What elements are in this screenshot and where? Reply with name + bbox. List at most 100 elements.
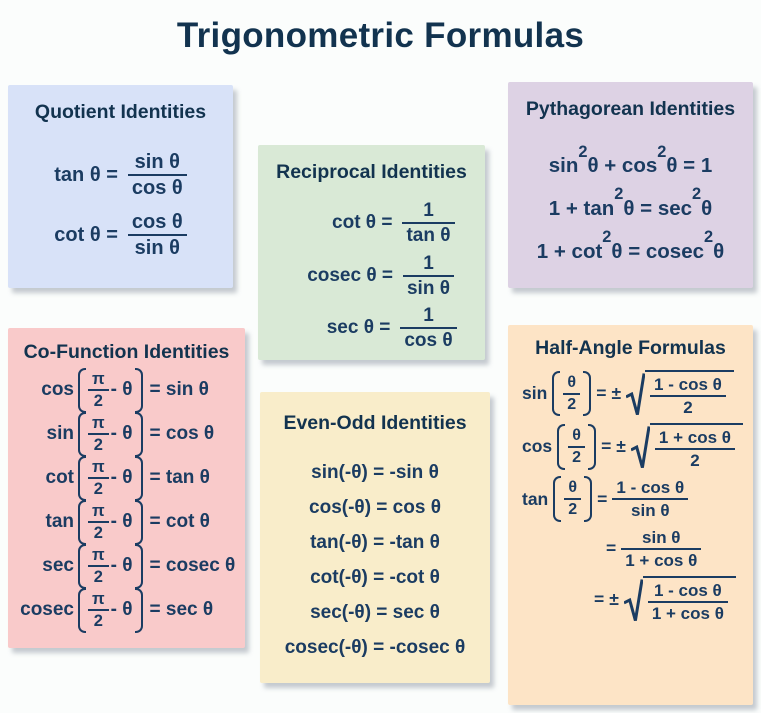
fraction-numerator: 1 - cos θ: [654, 375, 722, 394]
fraction: π 2: [88, 458, 109, 499]
fraction-numerator: cos θ: [131, 210, 183, 233]
fraction: π 2: [88, 414, 109, 455]
fraction: θ 2: [564, 479, 582, 519]
formula-tail: - θ: [110, 467, 133, 489]
fraction-denominator: tan θ: [406, 225, 451, 247]
superscript: 2: [692, 185, 702, 204]
formula-function: cos: [41, 379, 74, 401]
formula-segment: sin: [548, 153, 579, 177]
card-halfangle-formulas: Half-Angle Formulas sin θ 2 = ±: [508, 325, 753, 705]
fraction-denominator: sin θ: [631, 501, 670, 521]
formula-sin2-cos2: sin2θ + cos2θ = 1: [548, 143, 713, 178]
bracket-content: θ 2: [565, 424, 588, 470]
fraction-numerator: θ: [568, 479, 578, 497]
fraction-numerator: 1 - cos θ: [616, 478, 685, 497]
fraction: cos θ sin θ: [127, 210, 187, 260]
right-bracket: [134, 456, 143, 501]
card-reciprocal-identities: Reciprocal Identities cot θ = 1 tan θ co…: [258, 145, 485, 360]
fraction-bar: [621, 547, 702, 550]
equals-sign: =: [596, 383, 607, 404]
right-bracket: [134, 588, 143, 633]
fraction-bar: [563, 392, 581, 395]
bracket-group: π 2 - θ: [78, 456, 143, 501]
formula-cofunction-sec: sec π 2 - θ = cosec θ: [14, 544, 239, 589]
formula-lhs: tan θ =: [54, 163, 118, 186]
right-bracket: [134, 368, 143, 413]
fraction: sin θ 1 + cos θ: [621, 527, 702, 570]
formula-segment: θ = cosec: [611, 239, 704, 263]
formula-cosec-reciprocal: cosec θ = 1 sin θ: [289, 253, 454, 300]
formula-segment: θ = sec: [623, 196, 693, 220]
fraction-bar: [568, 445, 586, 448]
superscript: 2: [614, 185, 624, 204]
formula-halfangle-cos: cos θ 2 = ± 1 + cos θ: [514, 423, 747, 470]
radicand: 1 + cos θ 2: [649, 423, 743, 471]
formula-function: sin: [46, 423, 74, 445]
formula-halfangle-tan-1: tan θ 2 = 1 - cos θ sin θ: [514, 476, 747, 522]
fraction-denominator: 1 + cos θ: [651, 604, 724, 624]
formula-function: cosec: [20, 599, 74, 621]
right-bracket: [134, 544, 143, 589]
formula-cofunction-cosec: cosec π 2 - θ = sec θ: [14, 588, 239, 633]
fraction-numerator: sin θ: [642, 527, 681, 547]
plus-minus-sign: ±: [609, 589, 619, 610]
fraction-denominator: 2: [93, 524, 103, 543]
fraction-denominator: 1 + cos θ: [625, 550, 698, 570]
formula-evenodd-sec: sec(-θ) = sec θ: [310, 602, 440, 623]
formula-function: sec: [42, 555, 74, 577]
card-evenodd-identities: Even-Odd Identities sin(-θ) = -sin θ cos…: [260, 392, 490, 683]
formula-tail: - θ: [110, 423, 133, 445]
bracket-group: θ 2: [552, 370, 592, 417]
fraction-denominator: 2: [690, 451, 700, 471]
formula-tail: - θ: [110, 511, 133, 533]
formula-tan-quotient: tan θ = sin θ cos θ: [54, 151, 187, 200]
formula-rhs: = tan θ: [149, 467, 210, 489]
formula-function: cos: [522, 436, 553, 457]
card-title-cofunction: Co-Function Identities: [23, 341, 230, 363]
fraction-numerator: 1: [423, 200, 434, 221]
fraction-denominator: 2: [567, 395, 577, 413]
fraction-numerator: π: [92, 414, 105, 432]
right-bracket: [134, 500, 143, 545]
fraction-numerator: π: [92, 546, 105, 564]
formula-cofunction-cos: cos π 2 - θ = sin θ: [14, 368, 239, 413]
formula-evenodd-sin: sin(-θ) = -sin θ: [311, 462, 439, 483]
equals-sign: =: [594, 589, 605, 610]
bracket-group: π 2 - θ: [78, 368, 143, 413]
formula-rhs: = sec θ: [149, 599, 214, 621]
formula-segment: θ = 1: [666, 153, 713, 177]
card-title-quotient: Quotient Identities: [34, 101, 207, 123]
formula-cofunction-tan: tan π 2 - θ = cot θ: [14, 500, 239, 545]
formula-rhs: = cos θ: [149, 423, 215, 445]
radicand: 1 - cos θ 2: [645, 370, 734, 417]
formula-rhs: = cosec θ: [149, 555, 236, 577]
formula-cofunction-sin: sin π 2 - θ = cos θ: [14, 412, 239, 457]
fraction-numerator: π: [92, 590, 105, 608]
fraction: 1 cos θ: [400, 305, 457, 352]
radical-tick-icon: [626, 372, 645, 416]
fraction-denominator: cos θ: [131, 177, 183, 200]
superscript: 2: [578, 142, 588, 161]
formula-evenodd-tan: tan(-θ) = -tan θ: [310, 532, 440, 553]
right-bracket: [584, 476, 593, 522]
formula-tail: - θ: [110, 379, 133, 401]
fraction: 1 - cos θ sin θ: [612, 478, 689, 521]
fraction-bar: [612, 498, 689, 501]
bracket-content: π 2 - θ: [86, 412, 135, 457]
fraction-denominator: cos θ: [404, 330, 453, 352]
fraction: θ 2: [568, 427, 586, 467]
plus-minus-sign: ±: [611, 383, 622, 404]
fraction-denominator: 2: [93, 568, 103, 587]
fraction-bar: [400, 327, 457, 330]
card-pythagorean-identities: Pythagorean Identities sin2θ + cos2θ = 1…: [508, 82, 753, 288]
fraction: 1 - cos θ 1 + cos θ: [647, 581, 728, 624]
fraction-denominator: 2: [572, 448, 582, 466]
fraction-numerator: 1: [423, 305, 434, 327]
fraction-numerator: π: [92, 458, 105, 476]
fraction-bar: [647, 601, 728, 604]
left-bracket: [553, 476, 562, 522]
formula-rhs: = cot θ: [149, 511, 210, 533]
fraction-bar: [402, 222, 455, 225]
formula-segment: 1 + cot: [536, 239, 603, 263]
